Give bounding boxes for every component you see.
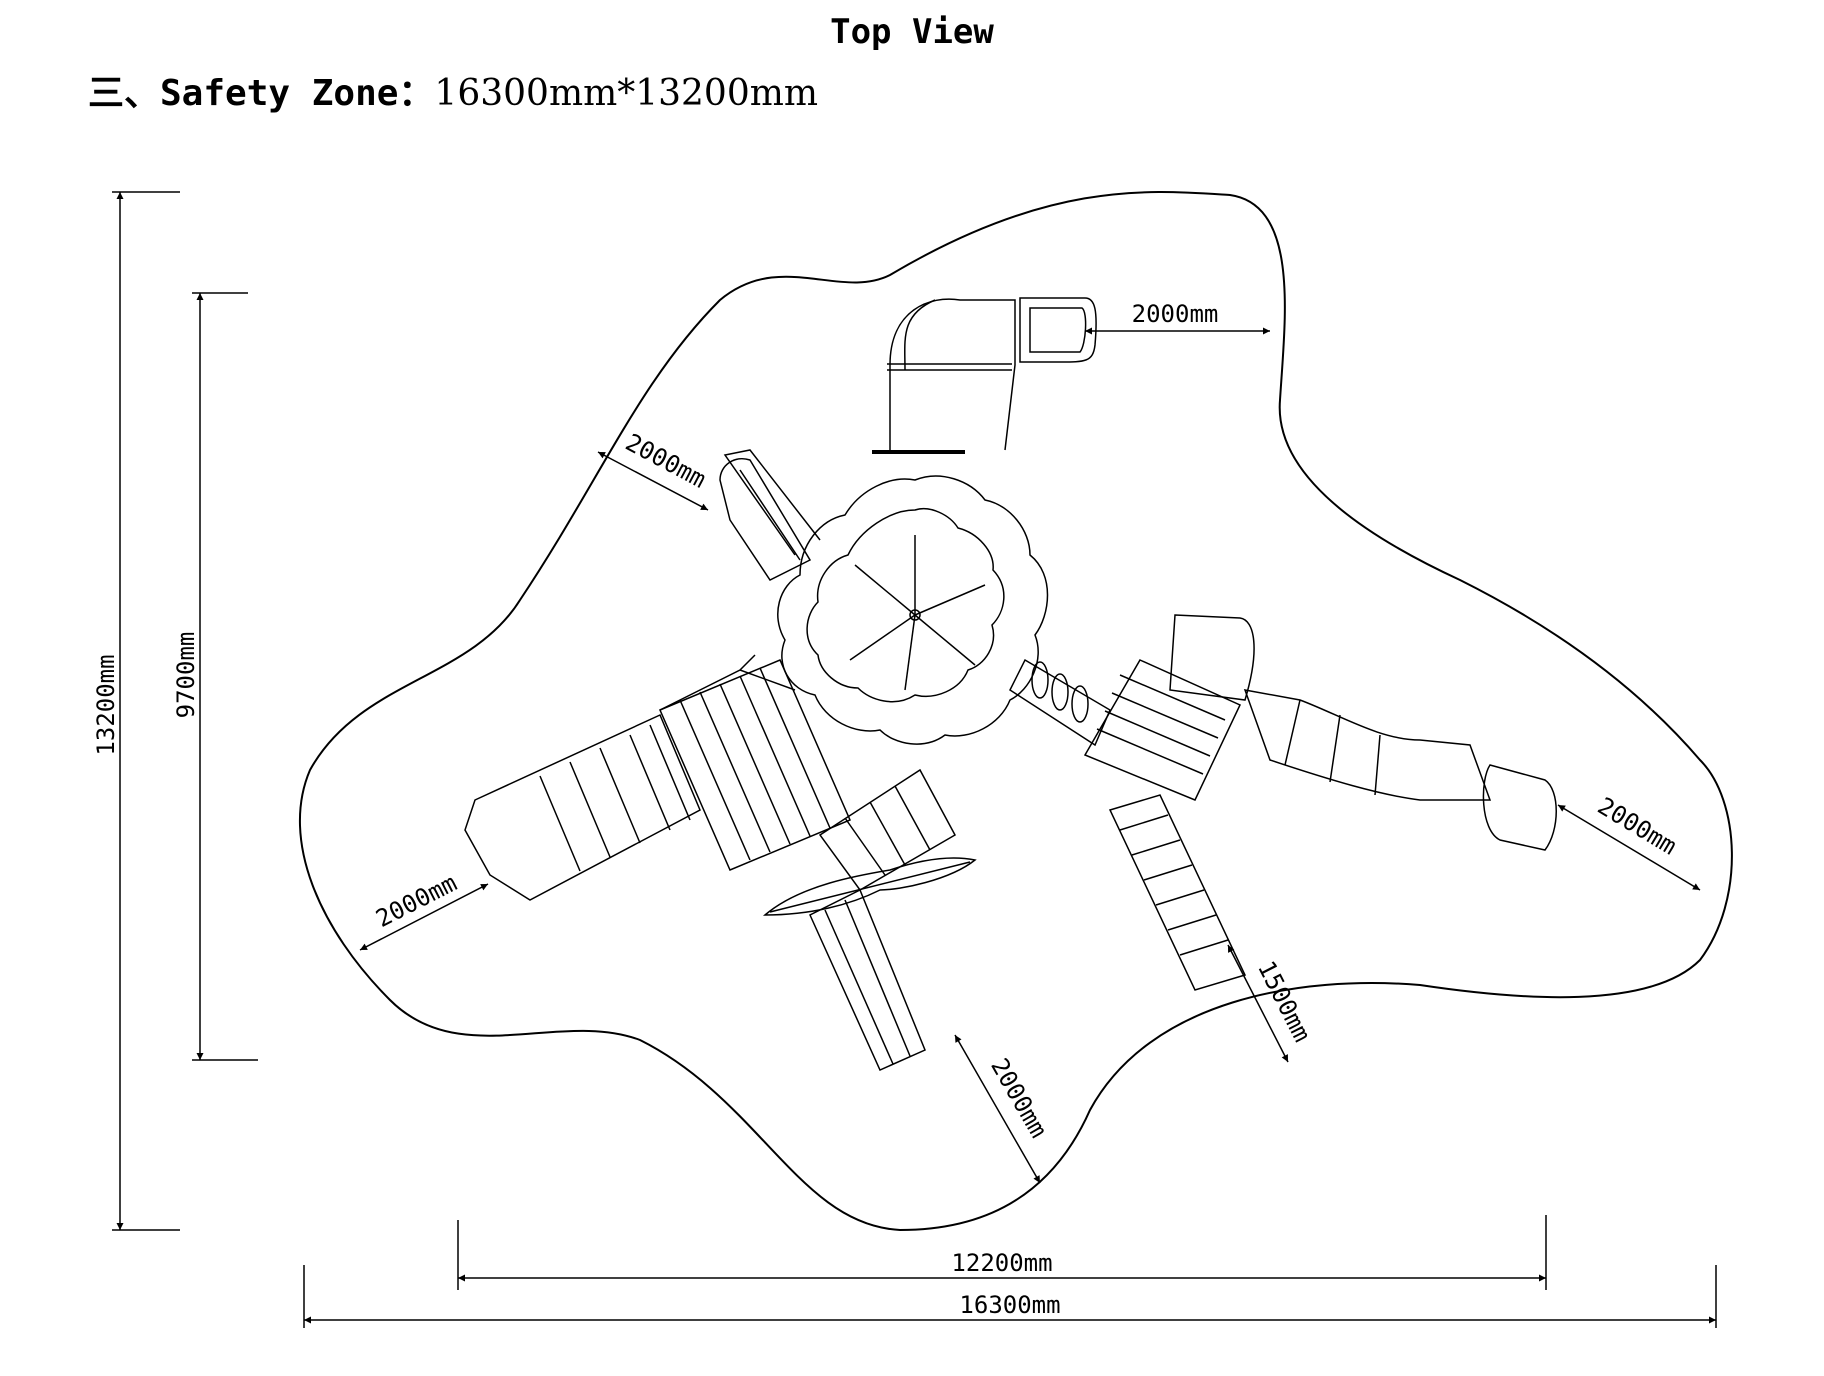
clearance-bottom-label: 2000mm bbox=[985, 1053, 1053, 1142]
total-height-label: 13200mm bbox=[92, 654, 120, 755]
inner-width-label: 12200mm bbox=[951, 1249, 1052, 1277]
safety-zone-heading: 三、Safety Zone：16300mm*13200mm bbox=[88, 64, 818, 116]
dim-total-width: 16300mm bbox=[303, 1265, 1717, 1328]
dim-clearance-top-right: 2000mm bbox=[1085, 300, 1270, 335]
safety-zone-label: 三、Safety Zone： bbox=[88, 73, 435, 114]
dim-clearance-ladder: 1500mm bbox=[1227, 944, 1316, 1063]
straight-slide-bottom bbox=[809, 888, 926, 1071]
tube-slide-top bbox=[872, 297, 1097, 454]
right-platform bbox=[1083, 614, 1255, 801]
dim-clearance-upper-left: 2000mm bbox=[597, 428, 711, 511]
dim-clearance-right: 2000mm bbox=[1557, 792, 1701, 891]
flower-canopy bbox=[777, 475, 1049, 745]
dim-inner-height: 9700mm bbox=[172, 292, 258, 1061]
wave-slide-upper-left bbox=[719, 449, 821, 581]
spiral-crawl-tunnel bbox=[1009, 658, 1111, 747]
clearance-upper-left-label: 2000mm bbox=[621, 428, 711, 493]
dim-clearance-left: 2000mm bbox=[359, 869, 489, 951]
clearance-left-label: 2000mm bbox=[371, 869, 461, 933]
left-platform bbox=[659, 654, 851, 871]
dim-clearance-bottom: 2000mm bbox=[954, 1034, 1053, 1184]
safety-zone-value: 16300mm*13200mm bbox=[434, 73, 819, 114]
clearance-top-right-label: 2000mm bbox=[1132, 300, 1219, 328]
page-title: Top View bbox=[830, 12, 994, 52]
tube-slide-right bbox=[1243, 689, 1557, 851]
ladder bbox=[1108, 794, 1247, 991]
climbing-ramp-left bbox=[818, 768, 957, 891]
dim-inner-width: 12200mm bbox=[457, 1215, 1547, 1290]
total-width-label: 16300mm bbox=[959, 1291, 1060, 1319]
wide-slide-left bbox=[464, 713, 701, 901]
inner-height-label: 9700mm bbox=[172, 632, 200, 719]
clearance-right-label: 2000mm bbox=[1593, 792, 1682, 861]
leaf-decoration bbox=[762, 857, 977, 916]
dim-total-height: 13200mm bbox=[92, 191, 180, 1231]
safety-zone-outline bbox=[298, 191, 1733, 1232]
playground-structure bbox=[464, 297, 1557, 1071]
clearance-ladder-label: 1500mm bbox=[1252, 956, 1316, 1046]
